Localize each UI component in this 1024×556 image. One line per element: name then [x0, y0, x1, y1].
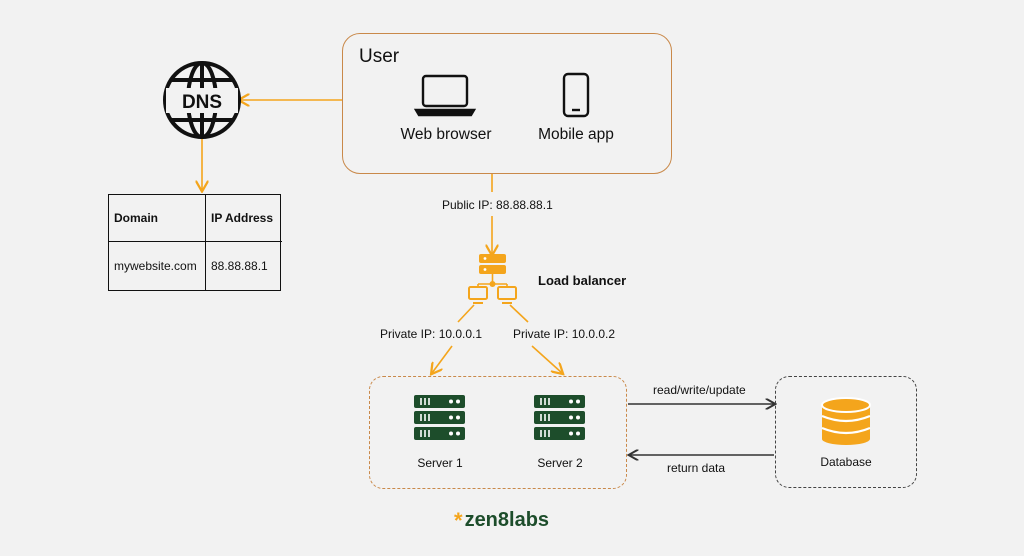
- brand-star-icon: *: [454, 507, 463, 533]
- private-ip-1-label: Private IP: 10.0.0.1: [380, 327, 483, 341]
- server-rack-icon: [414, 395, 465, 440]
- database-label: Database: [820, 455, 872, 469]
- lb-to-server1-arrow: [432, 345, 453, 373]
- lb-to-server2-line: [509, 304, 529, 323]
- brand-logo: * zen8labs: [454, 509, 549, 532]
- public-ip-label: Public IP: 88.88.88.1: [442, 198, 553, 212]
- servers-group-box: [369, 376, 627, 489]
- lb-to-server1-line: [457, 304, 475, 323]
- dns-label: DNS: [182, 92, 222, 113]
- server-1-label: Server 1: [417, 456, 463, 470]
- user-title: User: [359, 46, 400, 67]
- database-box: [775, 376, 917, 488]
- table-header-ip-address: IP Address: [206, 195, 282, 242]
- laptop-icon: [413, 74, 477, 117]
- read-write-label: read/write/update: [653, 383, 746, 397]
- web-browser-label: Web browser: [400, 126, 492, 143]
- table-header-domain: Domain: [109, 195, 206, 242]
- brand-name: zen8labs: [464, 509, 550, 531]
- mobile-app-label: Mobile app: [538, 126, 614, 143]
- dns-label-plate: [166, 88, 238, 113]
- dns-record-table: Domain IP Address mywebsite.com 88.88.88…: [108, 194, 282, 291]
- private-ip-2-label: Private IP: 10.0.0.2: [513, 327, 616, 341]
- table-cell-domain: mywebsite.com: [109, 242, 206, 290]
- return-data-label: return data: [667, 461, 726, 475]
- server-rack-icon: [534, 395, 585, 440]
- smartphone-icon: [562, 72, 590, 118]
- server-2-label: Server 2: [537, 456, 583, 470]
- load-balancer-label: Load balancer: [538, 273, 627, 288]
- lb-to-server2-arrow: [531, 345, 562, 373]
- table-cell-ip: 88.88.88.1: [211, 259, 268, 273]
- load-balancer-icon: [468, 254, 517, 304]
- database-icon: [821, 397, 871, 445]
- user-box: [342, 33, 672, 174]
